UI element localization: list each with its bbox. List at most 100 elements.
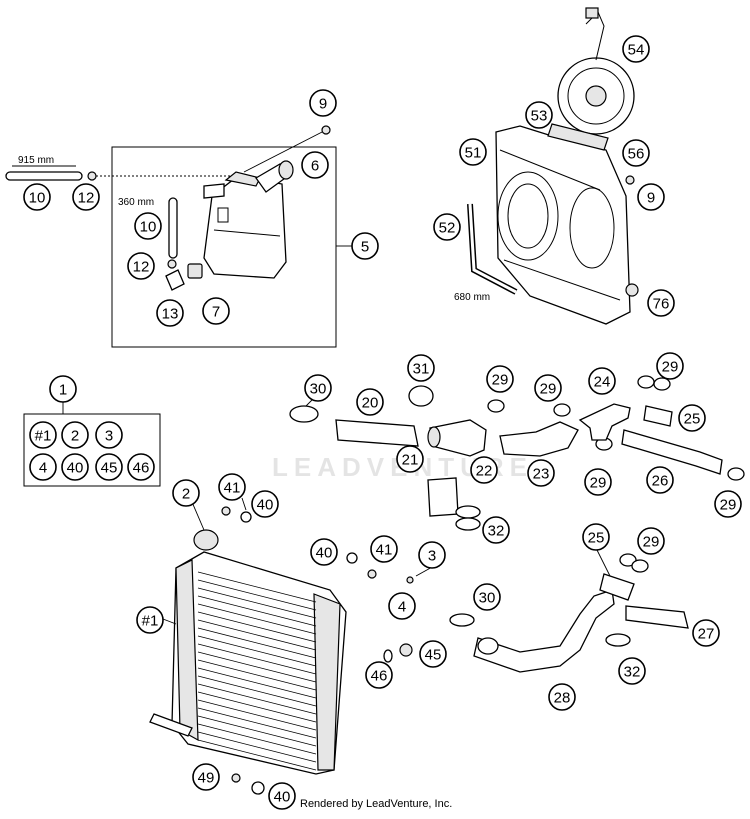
callout-c32a: 32: [482, 516, 510, 544]
callout-k40: 40: [61, 453, 89, 481]
callout-number: 12: [78, 190, 95, 207]
callout-c23: 23: [527, 459, 555, 487]
callout-c45: 45: [419, 640, 447, 668]
callout-c29b: 29: [534, 374, 562, 402]
dim-360: 360 mm: [118, 197, 154, 208]
callout-number: 23: [533, 466, 550, 483]
callout-number: 13: [162, 306, 179, 323]
callout-number: 40: [257, 497, 274, 514]
callout-number: 9: [647, 190, 655, 207]
callout-c27: 27: [692, 619, 720, 647]
clamp-12: [87, 171, 97, 181]
callout-number: 40: [316, 545, 333, 562]
callout-number: 27: [698, 626, 715, 643]
footer-credit: Rendered by LeadVenture, Inc.: [300, 798, 453, 810]
callout-k4: 4: [29, 453, 57, 481]
callout-number: 32: [624, 664, 641, 681]
hose-23: [499, 421, 579, 457]
callout-number: 1: [59, 382, 67, 399]
callout-c13: 13: [156, 299, 184, 327]
callout-c29e: 29: [714, 490, 742, 518]
callout-number: 10: [140, 219, 157, 236]
fan-shroud-group: [467, 7, 639, 325]
callout-c29c: 29: [656, 352, 684, 380]
callout-c56: 56: [622, 139, 650, 167]
callout-c76: 76: [647, 289, 675, 317]
hose-25-upper: [643, 405, 673, 427]
dim-680: 680 mm: [454, 292, 490, 303]
callout-number: 29: [492, 372, 509, 389]
callout-c26: 26: [646, 466, 674, 494]
callout-c51: 51: [459, 138, 487, 166]
connector-21: [427, 477, 459, 517]
callout-number: 53: [531, 108, 548, 125]
callout-c6: 6: [301, 151, 329, 179]
expansion-tank-group: [5, 125, 352, 348]
callout-number: 45: [425, 647, 442, 664]
callout-number: 25: [588, 530, 605, 547]
callout-c12a: 12: [72, 183, 100, 211]
callout-number: 54: [628, 42, 645, 59]
callout-number: 31: [413, 361, 430, 378]
callout-c9a: 9: [309, 89, 337, 117]
hose-25-lower: [599, 573, 635, 601]
callout-number: 49: [198, 770, 215, 787]
callout-number: 3: [105, 428, 113, 445]
callout-c54: 54: [622, 35, 650, 63]
radiator-cap: [193, 529, 219, 551]
callout-number: 32: [488, 523, 505, 540]
callout-number: 56: [628, 146, 645, 163]
callout-c41b: 41: [370, 535, 398, 563]
callout-number: 28: [554, 690, 571, 707]
clamp-30-upper: [289, 405, 319, 423]
radiator: [149, 506, 414, 795]
callout-number: 26: [652, 473, 669, 490]
callout-k46: 46: [127, 453, 155, 481]
nut-7: [187, 263, 203, 279]
clamp-30-lower: [449, 613, 475, 627]
fan-wire: [585, 11, 605, 61]
callout-c1: 1: [49, 375, 77, 403]
fan-shroud: [495, 125, 631, 325]
clamp-31: [408, 385, 434, 407]
elbow-13: [165, 269, 185, 291]
callout-c9b: 9: [637, 183, 665, 211]
hose-27: [625, 605, 689, 629]
callout-number: 25: [684, 411, 701, 428]
callout-number: 21: [402, 452, 419, 469]
callout-number: 6: [311, 158, 319, 175]
callout-k1: #1: [29, 421, 57, 449]
callout-number: 2: [182, 486, 190, 503]
hose-915: [5, 171, 83, 181]
callout-k45: 45: [95, 453, 123, 481]
callout-c3: 3: [418, 541, 446, 569]
callout-c2: 2: [172, 479, 200, 507]
callout-c1r: #1: [136, 606, 164, 634]
callout-number: 40: [67, 460, 84, 477]
callout-number: 29: [590, 475, 607, 492]
callout-number: 30: [310, 381, 327, 398]
callout-c5: 5: [351, 232, 379, 260]
callout-number: 4: [398, 599, 406, 616]
callout-c29f: 29: [637, 527, 665, 555]
tank-group-frame: [111, 146, 337, 348]
callout-number: 51: [465, 145, 482, 162]
callout-number: #1: [142, 613, 159, 630]
callout-c10b: 10: [134, 212, 162, 240]
callout-number: 4: [39, 460, 47, 477]
kit-box: [23, 402, 161, 487]
callout-c12b: 12: [127, 252, 155, 280]
hose-group-lower: [449, 553, 689, 673]
callout-c49: 49: [192, 763, 220, 791]
callout-c40c: 40: [268, 782, 296, 810]
callout-c4: 4: [388, 592, 416, 620]
callout-number: 12: [133, 259, 150, 276]
callout-number: 9: [319, 96, 327, 113]
callout-number: 7: [212, 304, 220, 321]
screw-9: [321, 125, 331, 135]
t-piece-24: [578, 403, 631, 441]
callout-number: 41: [376, 542, 393, 559]
